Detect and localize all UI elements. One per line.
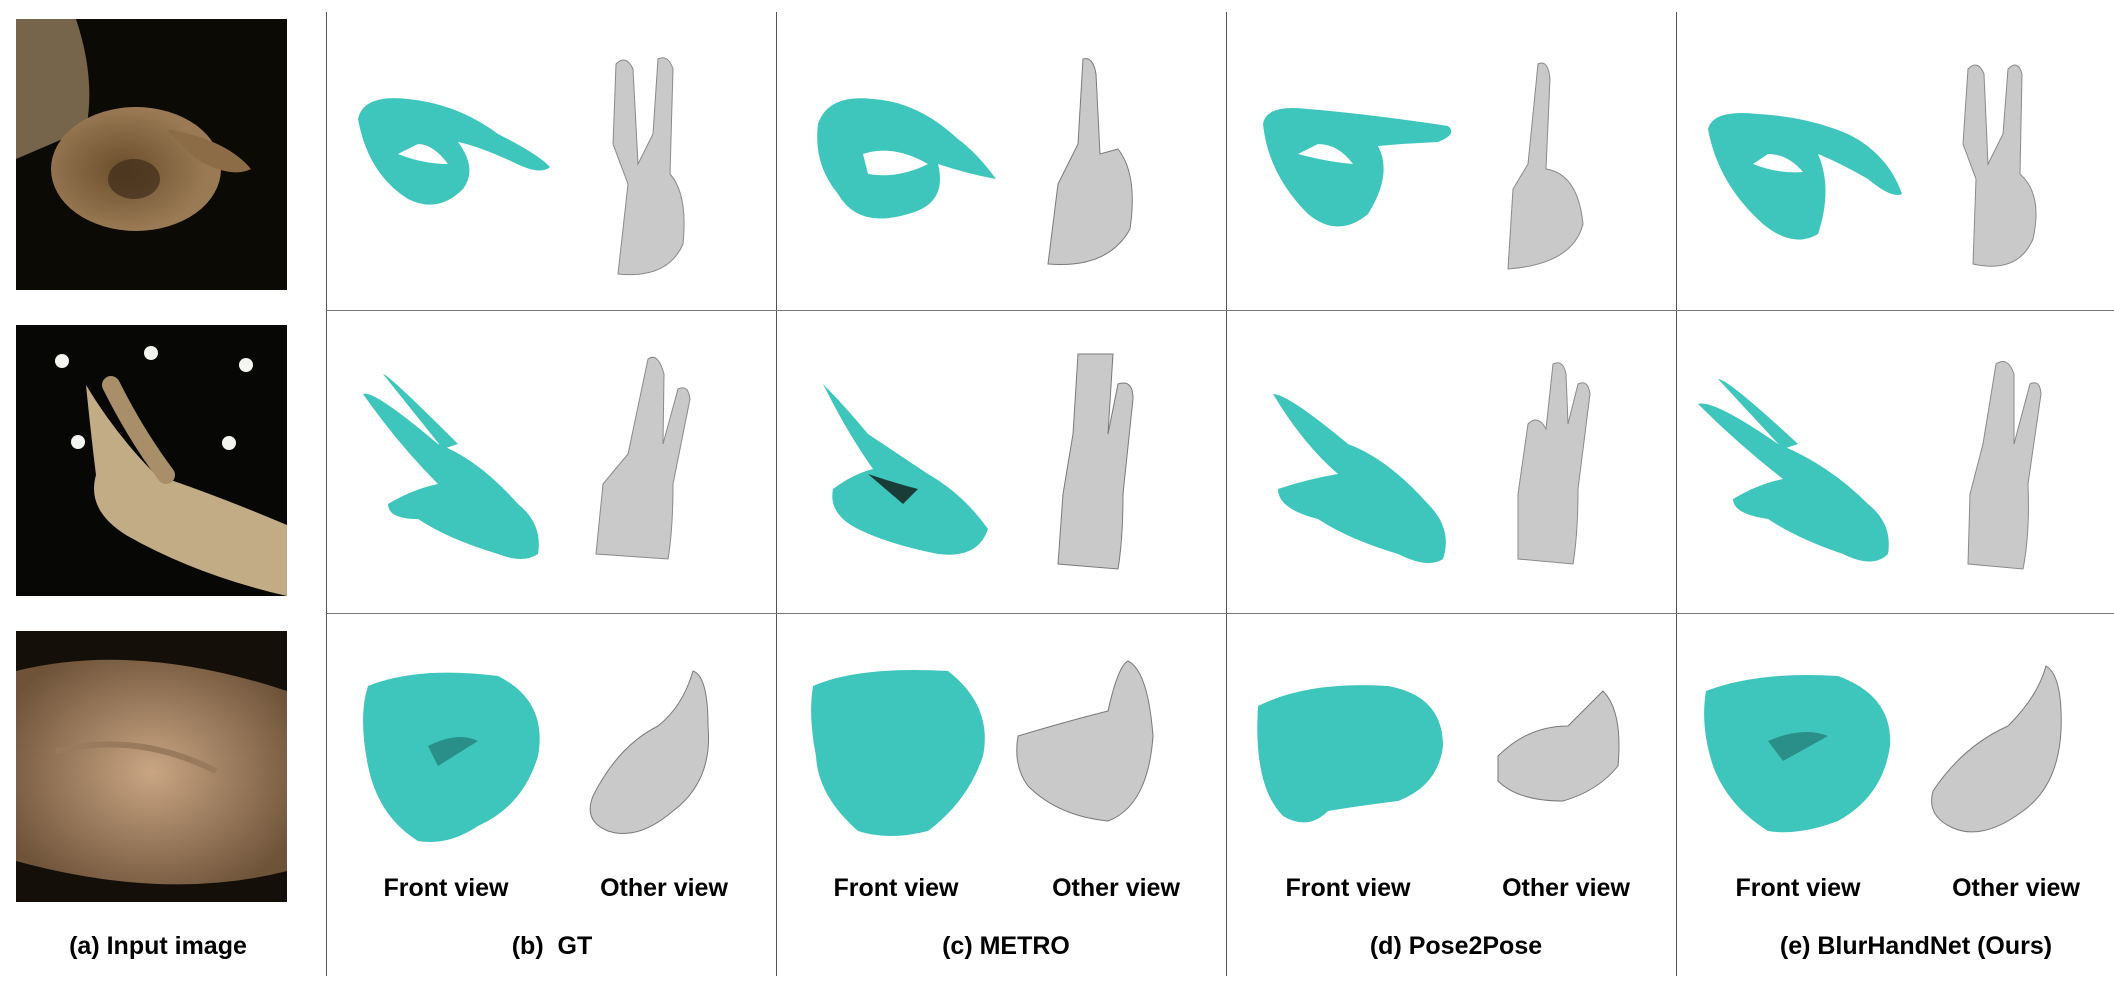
- other-view-mesh: [1047, 58, 1133, 266]
- row-divider: [326, 310, 2114, 311]
- mesh-cell-metro-row2: [778, 314, 1226, 610]
- mesh-cell-blurhandnet-row1: [1678, 14, 2114, 310]
- input-image-row1: [16, 19, 287, 290]
- front-view-mesh: [358, 98, 550, 205]
- other-view-mesh: [1962, 64, 2037, 267]
- front-view-mesh: [1704, 675, 1891, 833]
- front-view-label: Front view: [833, 874, 959, 902]
- other-view-mesh: [1517, 362, 1591, 565]
- column-divider: [776, 12, 777, 976]
- mesh-cell-gt-row2: [328, 314, 776, 610]
- mesh-cell-blurhandnet-row3: [1678, 616, 2114, 912]
- front-view-mesh: [817, 98, 996, 219]
- mesh-cell-metro-row1: [778, 14, 1226, 310]
- front-view-label: Front view: [1285, 874, 1411, 902]
- other-view-mesh: [595, 356, 691, 560]
- front-view-mesh: [1708, 113, 1902, 240]
- other-view-mesh: [1507, 62, 1584, 270]
- other-view-mesh: [1057, 353, 1134, 570]
- other-view-label: Other view: [600, 874, 728, 902]
- mesh-cell-pose2pose-row1: [1228, 14, 1676, 310]
- column-label-blurhandnet: (e) BlurHandNet (Ours): [1779, 932, 2053, 960]
- front-view-mesh: [1698, 379, 1889, 562]
- column-label-gt: (b) GT: [511, 932, 593, 960]
- mesh-cell-pose2pose-row3: [1228, 616, 1676, 912]
- column-divider: [326, 12, 327, 976]
- mesh-cell-pose2pose-row2: [1228, 314, 1676, 610]
- column-label-input: (a) Input image: [69, 932, 247, 960]
- other-view-mesh: [612, 57, 685, 276]
- other-view-mesh: [1016, 660, 1154, 822]
- other-view-mesh: [1497, 690, 1620, 802]
- front-view-mesh: [1257, 685, 1443, 823]
- front-view-label: Front view: [383, 874, 509, 902]
- front-view-mesh: [363, 672, 540, 842]
- mesh-cell-metro-row3: [778, 616, 1226, 912]
- other-view-mesh: [589, 670, 710, 834]
- front-view-mesh: [1273, 394, 1446, 563]
- front-view-mesh: [823, 384, 988, 555]
- column-divider: [1226, 12, 1227, 976]
- front-view-mesh: [363, 374, 539, 559]
- other-view-label: Other view: [1952, 874, 2080, 902]
- front-view-mesh: [1263, 108, 1452, 227]
- input-image-row3: [16, 631, 287, 902]
- other-view-label: Other view: [1502, 874, 1630, 902]
- mesh-cell-gt-row3: [328, 616, 776, 912]
- mesh-cell-gt-row1: [328, 14, 776, 310]
- row-divider: [326, 613, 2114, 614]
- other-view-mesh: [1931, 665, 2062, 833]
- front-view-label: Front view: [1735, 874, 1861, 902]
- other-view-mesh: [1967, 361, 2042, 570]
- front-view-mesh: [811, 670, 985, 836]
- column-label-metro: (c) METRO: [942, 932, 1070, 960]
- other-view-label: Other view: [1052, 874, 1180, 902]
- mesh-cell-blurhandnet-row2: [1678, 314, 2114, 610]
- column-label-pose2pose: (d) Pose2Pose: [1369, 932, 1543, 960]
- column-divider: [1676, 12, 1677, 976]
- input-image-row2: [16, 325, 287, 596]
